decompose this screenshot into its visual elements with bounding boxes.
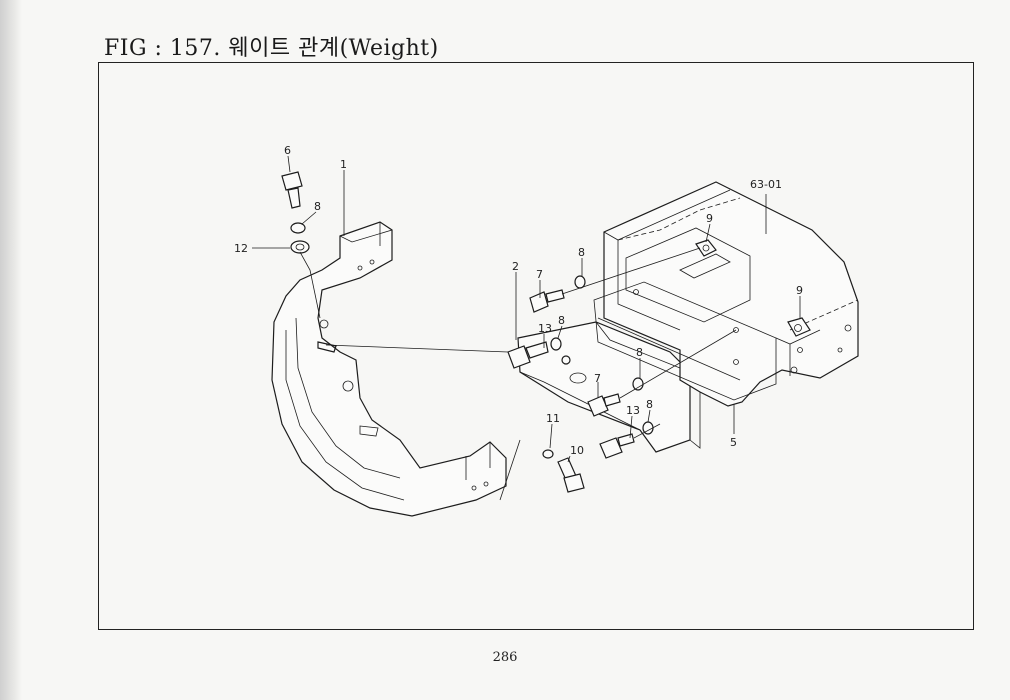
- leader-lines: [252, 155, 801, 463]
- bolt-10-assembly: [499, 439, 585, 501]
- callout-9: 9: [796, 284, 803, 297]
- callout-8: 8: [578, 246, 585, 259]
- figure-frame: [98, 62, 974, 630]
- bolt-7-upper: [529, 247, 701, 313]
- nut-9-right: [787, 317, 811, 337]
- binding-edge: [0, 0, 22, 700]
- page-number: 286: [492, 650, 518, 665]
- callout-10: 10: [570, 444, 584, 457]
- bolt-7-lower: [587, 329, 737, 417]
- callout-63-01: 63-01: [750, 178, 782, 191]
- callout-8: 8: [636, 346, 643, 359]
- callout-5: 5: [730, 436, 737, 449]
- callout-13: 13: [626, 404, 640, 417]
- bolt-13-lower: [599, 421, 661, 459]
- callout-9: 9: [706, 212, 713, 225]
- callout-13: 13: [538, 322, 552, 335]
- callout-7: 7: [594, 372, 601, 385]
- callout-11: 11: [546, 412, 560, 425]
- callout-8: 8: [558, 314, 565, 327]
- assembly-line: [325, 344, 509, 353]
- weight-part: [271, 221, 507, 517]
- callout-7: 7: [536, 268, 543, 281]
- callout-labels: 6 1 8 12 2 7 8 9 63-01 9 13 8 8 7 13 8 5…: [234, 144, 803, 457]
- callout-12: 12: [234, 242, 248, 255]
- bolt-6-assembly: [281, 171, 321, 319]
- mount-plate-part: [517, 321, 701, 453]
- machine-frame-part: [593, 181, 859, 407]
- figure-title: FIG : 157. 웨이트 관계(Weight): [104, 36, 439, 61]
- callout-2: 2: [512, 260, 519, 273]
- nut-9-upper: [695, 239, 717, 257]
- bolt-13-upper: [507, 337, 571, 369]
- callout-8: 8: [646, 398, 653, 411]
- callout-6: 6: [284, 144, 291, 157]
- callout-8: 8: [314, 200, 321, 213]
- callout-1: 1: [340, 158, 347, 171]
